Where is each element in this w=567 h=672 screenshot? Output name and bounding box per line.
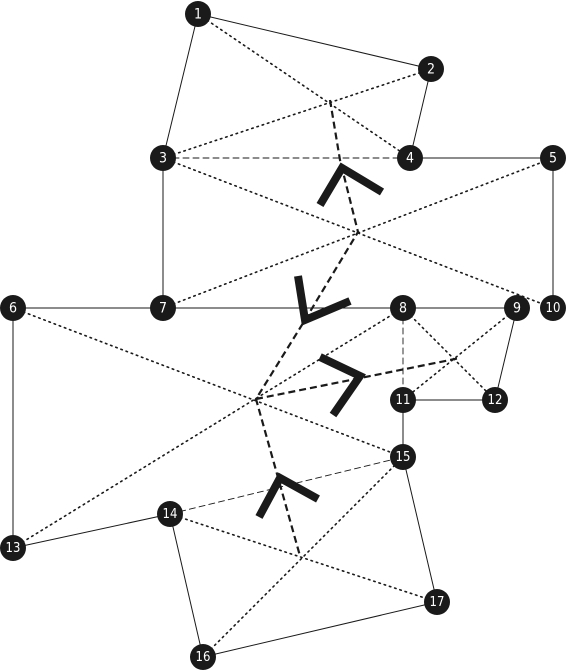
solid-edge-15-17 (402, 456, 438, 603)
node-14: 14 (157, 501, 183, 527)
node-label: 2 (427, 62, 435, 78)
node-label: 1 (194, 7, 202, 23)
node-5: 5 (540, 145, 566, 171)
node-circle (157, 501, 183, 527)
node-circle (190, 644, 216, 670)
solid-edge-13-14 (12, 513, 171, 549)
node-4: 4 (397, 145, 423, 171)
node-circle (0, 295, 26, 321)
chevron-marker-3 (318, 353, 366, 418)
node-7: 7 (150, 295, 176, 321)
node-label: 5 (549, 151, 557, 167)
solid-edge-2-4 (409, 68, 432, 159)
node-circle (150, 145, 176, 171)
node-circle (540, 145, 566, 171)
node-circle (0, 535, 26, 561)
dotted-edge-8-12 (402, 307, 496, 401)
node-circle (504, 295, 530, 321)
dotted-edge-16-15 (202, 456, 404, 658)
dotted-edge-1-4 (197, 13, 411, 159)
solid-edge-14-16 (169, 513, 204, 658)
node-1: 1 (185, 1, 211, 27)
node-16: 16 (190, 644, 216, 670)
node-label: 9 (513, 301, 521, 317)
dual-path-layer (254, 99, 461, 557)
edges-layer (12, 13, 554, 658)
node-6: 6 (0, 295, 26, 321)
node-circle (424, 589, 450, 615)
node-label: 10 (546, 301, 561, 316)
node-circle (482, 387, 508, 413)
node-circle (540, 295, 566, 321)
solid-edge-1-2 (197, 13, 432, 70)
solid-edge-16-17 (202, 601, 438, 658)
node-label: 11 (396, 393, 411, 408)
dual-path (254, 99, 360, 557)
node-12: 12 (482, 387, 508, 413)
node-label: 8 (399, 301, 407, 317)
node-label: 14 (163, 507, 178, 522)
node-circle (390, 295, 416, 321)
node-10: 10 (540, 295, 566, 321)
node-15: 15 (390, 444, 416, 470)
node-circle (390, 387, 416, 413)
dotted-edge-6-15 (12, 307, 404, 458)
chevron-marker-2 (294, 275, 352, 326)
solid-edge-9-12 (494, 307, 518, 401)
chevron-marker-1 (316, 162, 385, 208)
node-label: 17 (430, 595, 445, 610)
solid-edge-1-3 (162, 13, 199, 159)
node-label: 12 (488, 393, 503, 408)
node-label: 13 (6, 541, 21, 556)
node-label: 3 (159, 151, 167, 167)
chevron-marker-4 (255, 472, 320, 519)
node-circle (390, 444, 416, 470)
node-label: 4 (406, 151, 414, 167)
node-label: 7 (159, 301, 167, 317)
node-label: 6 (9, 301, 17, 317)
node-8: 8 (390, 295, 416, 321)
node-2: 2 (418, 56, 444, 82)
dotted-edge-9-11 (402, 307, 518, 401)
node-13: 13 (0, 535, 26, 561)
dotted-edge-14-17 (169, 513, 438, 603)
node-3: 3 (150, 145, 176, 171)
node-11: 11 (390, 387, 416, 413)
node-circle (150, 295, 176, 321)
node-17: 17 (424, 589, 450, 615)
node-circle (418, 56, 444, 82)
node-9: 9 (504, 295, 530, 321)
dotted-edge-13-8 (12, 307, 404, 549)
node-label: 15 (396, 450, 411, 465)
node-circle (397, 145, 423, 171)
node-circle (185, 1, 211, 27)
node-label: 16 (196, 650, 211, 665)
